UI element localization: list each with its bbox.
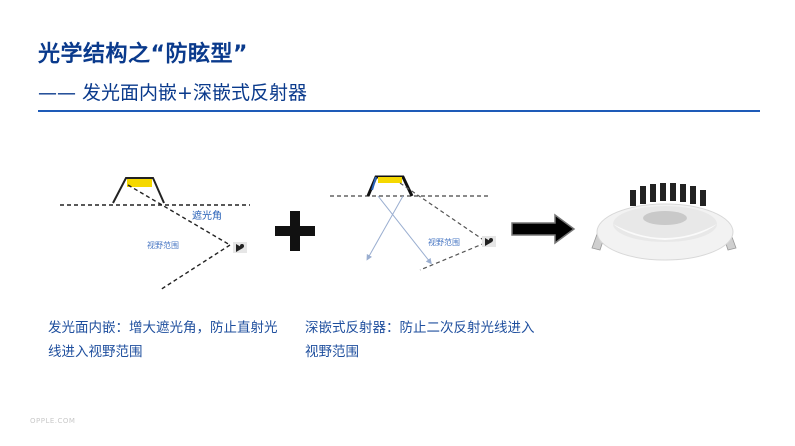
right-ray-2 (377, 195, 432, 265)
right-eye-icon (482, 236, 496, 247)
footer-brand-url: OPPLE.COM (30, 417, 76, 425)
plus-icon (275, 211, 315, 251)
right-arrow-icon (511, 213, 576, 245)
right-view-line-bottom (419, 242, 486, 271)
left-light-ray (127, 184, 231, 246)
right-view-range-label: 视野范围 (428, 237, 460, 247)
left-eye-icon (233, 242, 247, 253)
right-optics-diagram: 视野范围 (330, 175, 496, 271)
left-optics-diagram: 遮光角 视野范围 (60, 177, 250, 291)
right-reflector-edge (371, 176, 377, 191)
left-lamp-housing (112, 177, 165, 204)
slide-subtitle: —— 发光面内嵌+深嵌式反射器 (38, 82, 307, 104)
left-shading-angle-label: 遮光角 (192, 209, 222, 222)
right-ray-1 (366, 195, 404, 261)
left-view-line (159, 244, 231, 291)
title-divider (38, 110, 760, 112)
left-led-emitter (127, 179, 152, 187)
description-recessed-emitter: 发光面内嵌：增大遮光角，防止直射光线进入视野范围 (48, 320, 278, 360)
downlight-product-image (591, 183, 737, 261)
left-view-range-label: 视野范围 (147, 240, 179, 250)
description-deep-reflector: 深嵌式反射器：防止二次反射光线进入视野范围 (305, 320, 535, 360)
right-led-emitter (378, 177, 402, 183)
slide-title: 光学结构之“防眩型” (38, 42, 248, 67)
right-view-line-top (399, 182, 486, 242)
